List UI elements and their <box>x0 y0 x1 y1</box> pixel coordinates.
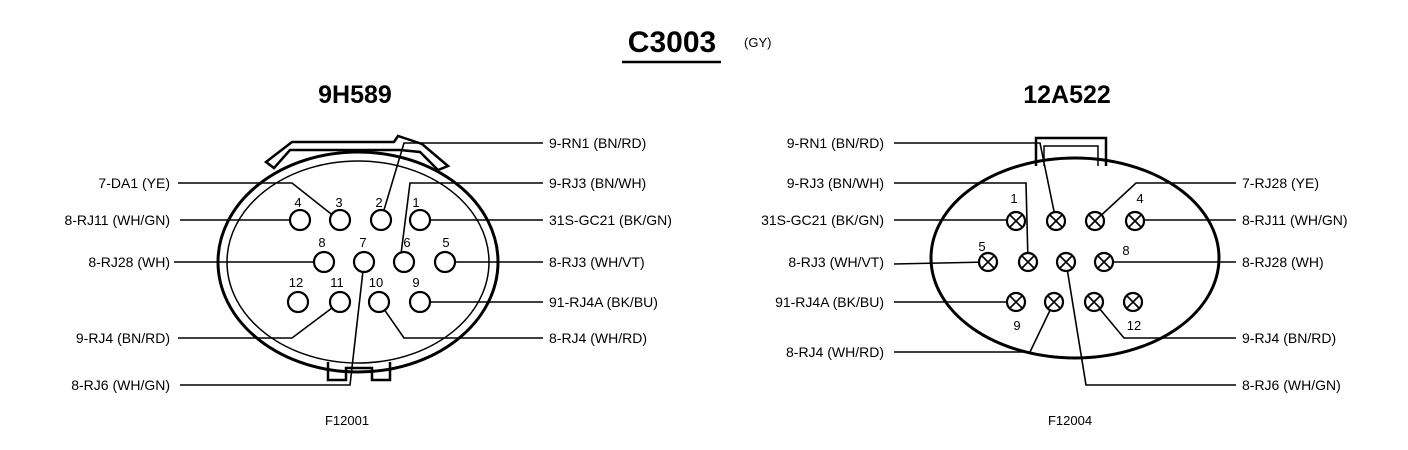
pin-crossed <box>1122 291 1144 313</box>
leader-line <box>380 142 543 221</box>
right-housing <box>929 156 1221 360</box>
figure-code: F12001 <box>325 413 369 428</box>
wire-label: 9-RN1 (BN/RD) <box>549 135 646 151</box>
wire-label: 7-DA1 (YE) <box>98 175 170 191</box>
pin-crossed <box>1045 210 1067 232</box>
pin-socket <box>392 250 416 274</box>
left-top-latch <box>263 134 451 172</box>
leader-line <box>893 261 989 265</box>
wire-label: 31S-GC21 (BK/GN) <box>549 212 672 228</box>
pin-crossed <box>1043 291 1065 313</box>
pin-number: 4 <box>1136 191 1143 206</box>
pin-socket <box>433 250 457 274</box>
pin-socket <box>328 208 352 232</box>
pin-number: 11 <box>330 275 344 290</box>
pin-crossed <box>977 251 999 273</box>
pin-crossed <box>1017 251 1039 273</box>
wire-label: 9-RJ4 (BN/RD) <box>76 330 170 346</box>
wire-label: 7-RJ28 (YE) <box>1242 175 1319 191</box>
left-connector: 9H589 4 3 2 1 8 7 6 5 12 11 10 9 <box>64 81 671 428</box>
wire-label: 8-RJ28 (WH) <box>1242 254 1324 270</box>
wire-label: 8-RJ3 (WH/VT) <box>549 254 645 270</box>
pin-number: 3 <box>335 195 342 210</box>
pin-number: 2 <box>375 195 382 210</box>
pin-number: 7 <box>359 235 366 250</box>
pin-crossed <box>1005 210 1027 232</box>
wire-label: 8-RJ6 (WH/GN) <box>1242 377 1341 393</box>
pin-number: 8 <box>318 235 325 250</box>
wire-label: 8-RJ11 (WH/GN) <box>64 212 170 228</box>
leader-line <box>1065 261 1236 386</box>
pin-socket <box>286 290 310 314</box>
leader-line <box>894 301 1055 353</box>
leader-line <box>178 301 341 339</box>
pin-socket <box>352 250 376 274</box>
wire-label: 8-RJ28 (WH) <box>88 254 170 270</box>
right-heading: 12A522 <box>1023 81 1111 109</box>
wire-label: 9-RJ3 (BN/WH) <box>787 175 884 191</box>
pin-number: 12 <box>289 275 303 290</box>
wire-label: 9-RN1 (BN/RD) <box>787 135 884 151</box>
diagram-title: C3003 <box>628 26 716 59</box>
wire-label: 8-RJ4 (WH/RD) <box>549 330 647 346</box>
pin-crossed <box>1055 251 1077 273</box>
pin-socket <box>367 290 391 314</box>
left-bottom-key <box>326 362 392 382</box>
wire-label: 8-RJ6 (WH/GN) <box>71 377 170 393</box>
wire-label: 91-RJ4A (BK/BU) <box>775 294 884 310</box>
pin-crossed <box>1083 291 1105 313</box>
pin-socket <box>408 208 432 232</box>
pin-number: 9 <box>412 275 419 290</box>
pin-number: 5 <box>442 235 449 250</box>
wire-label: 8-RJ3 (WH/VT) <box>788 254 884 270</box>
leader-line <box>894 182 1029 263</box>
pin-number: 12 <box>1127 318 1141 333</box>
right-top-key <box>1034 136 1108 166</box>
pin-number: 10 <box>369 275 383 290</box>
figure-code: F12004 <box>1048 413 1092 428</box>
pin-crossed <box>1124 210 1146 232</box>
wire-label: 8-RJ4 (WH/RD) <box>786 344 884 360</box>
pin-number: 8 <box>1122 243 1129 258</box>
wire-label: 91-RJ4A (BK/BU) <box>549 294 658 310</box>
leader-line <box>178 182 341 222</box>
pin-number: 1 <box>412 195 419 210</box>
wire-label: 8-RJ11 (WH/GN) <box>1242 212 1348 228</box>
leader-line <box>399 182 543 263</box>
wire-label: 9-RJ3 (BN/WH) <box>549 175 646 191</box>
leader-line <box>1093 301 1236 339</box>
pin-socket <box>369 208 393 232</box>
pin-number: 5 <box>978 239 985 254</box>
pin-socket <box>288 208 312 232</box>
leader-line <box>180 261 365 386</box>
pin-socket <box>312 250 336 274</box>
wire-label: 9-RJ4 (BN/RD) <box>1242 330 1336 346</box>
title-note: (GY) <box>744 35 771 50</box>
pin-number: 4 <box>294 195 301 210</box>
leader-line <box>1094 182 1236 222</box>
pin-socket <box>408 290 432 314</box>
leader-line <box>894 142 1057 222</box>
pin-crossed <box>1093 251 1115 273</box>
right-top-key-inner <box>1043 145 1099 166</box>
pin-number: 6 <box>403 235 410 250</box>
leader-line <box>378 301 543 339</box>
right-connector: 12A522 1 4 5 8 9 12 <box>761 81 1347 428</box>
pin-crossed <box>1084 210 1106 232</box>
wire-label: 31S-GC21 (BK/GN) <box>761 212 884 228</box>
pin-crossed <box>1005 291 1027 313</box>
pin-number: 1 <box>1010 191 1017 206</box>
pin-number: 9 <box>1013 318 1020 333</box>
left-heading: 9H589 <box>318 81 392 109</box>
pin-socket <box>328 290 352 314</box>
